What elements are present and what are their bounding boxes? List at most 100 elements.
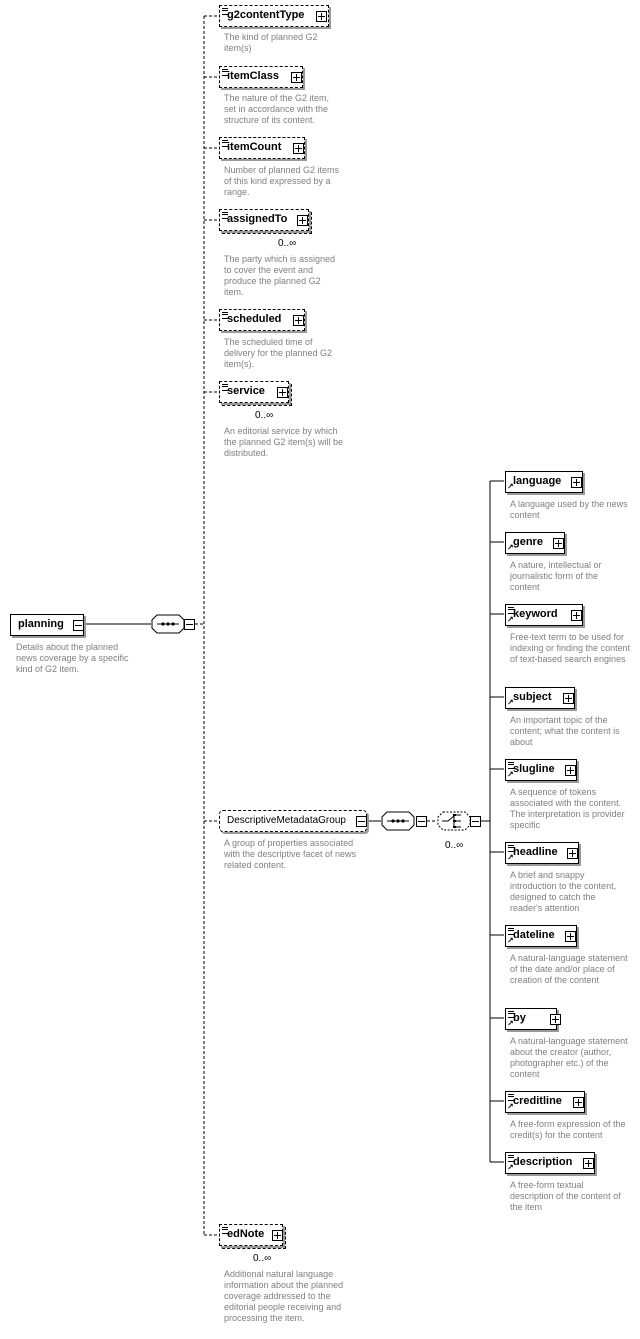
documentation-icon bbox=[222, 312, 228, 319]
documentation-icon bbox=[222, 69, 228, 76]
expand-icon[interactable] bbox=[573, 1097, 584, 1108]
node-label: dateline bbox=[513, 929, 555, 941]
group-descriptivemetadatagroup[interactable]: DescriptiveMetadataGroup bbox=[219, 810, 367, 832]
node-description: An editorial service by which the planne… bbox=[224, 426, 344, 458]
node-label: edNote bbox=[227, 1228, 265, 1240]
node-label: itemCount bbox=[227, 141, 282, 153]
expand-icon[interactable] bbox=[553, 538, 564, 549]
element-itemclass[interactable]: itemClass bbox=[219, 66, 303, 88]
expand-icon[interactable] bbox=[571, 477, 582, 488]
reference-arrow-icon: ↗ bbox=[507, 543, 514, 552]
node-description: An important topic of the content; what … bbox=[510, 715, 620, 747]
choice-compositor-icon bbox=[437, 811, 471, 831]
element-assignedto[interactable]: assignedTo bbox=[219, 209, 312, 234]
node-label: slugline bbox=[513, 763, 555, 775]
node-label: scheduled bbox=[227, 313, 282, 325]
expand-icon[interactable] bbox=[316, 11, 327, 22]
node-description: The nature of the G2 item, set in accord… bbox=[224, 93, 330, 125]
documentation-icon bbox=[222, 384, 228, 391]
reference-arrow-icon: ↗ bbox=[507, 770, 514, 779]
reference-arrow-icon: ↗ bbox=[507, 936, 514, 945]
element-scheduled[interactable]: scheduled bbox=[219, 309, 305, 331]
documentation-icon bbox=[222, 1227, 228, 1234]
expand-icon[interactable] bbox=[565, 931, 576, 942]
expand-icon[interactable] bbox=[293, 315, 304, 326]
element-description[interactable]: ↗ description bbox=[505, 1152, 595, 1174]
node-label: itemClass bbox=[227, 70, 279, 82]
node-description: A natural-language statement about the c… bbox=[510, 1036, 628, 1079]
node-label: keyword bbox=[513, 608, 558, 620]
expand-icon[interactable] bbox=[293, 143, 304, 154]
element-keyword[interactable]: ↗ keyword bbox=[505, 604, 583, 626]
element-dateline[interactable]: ↗ dateline bbox=[505, 925, 577, 947]
reference-arrow-icon: ↗ bbox=[507, 853, 514, 862]
root-element-planning[interactable]: planning bbox=[10, 614, 84, 636]
node-description: The scheduled time of delivery for the p… bbox=[224, 337, 333, 369]
reference-arrow-icon: ↗ bbox=[507, 1102, 514, 1111]
element-language[interactable]: ↗ language bbox=[505, 471, 583, 493]
element-subject[interactable]: ↗ subject bbox=[505, 687, 575, 709]
documentation-icon bbox=[222, 140, 228, 147]
documentation-icon bbox=[508, 762, 514, 769]
node-description: A free-form textual description of the c… bbox=[510, 1180, 621, 1212]
node-label: language bbox=[513, 475, 562, 487]
node-description: A brief and snappy introduction to the c… bbox=[510, 870, 617, 913]
cardinality-label: 0..∞ bbox=[253, 1253, 272, 1264]
reference-arrow-icon: ↗ bbox=[507, 615, 514, 624]
documentation-icon bbox=[508, 1155, 514, 1162]
collapse-icon[interactable] bbox=[184, 619, 195, 630]
expand-icon[interactable] bbox=[277, 387, 288, 398]
expand-icon[interactable] bbox=[297, 215, 308, 226]
expand-icon[interactable] bbox=[291, 72, 302, 83]
element-g2contenttype[interactable]: g2contentType bbox=[219, 5, 329, 27]
expand-icon[interactable] bbox=[565, 765, 576, 776]
documentation-icon bbox=[508, 607, 514, 614]
node-label: description bbox=[513, 1156, 573, 1168]
node-label: subject bbox=[513, 691, 552, 703]
node-label: assignedTo bbox=[227, 213, 288, 225]
expand-icon[interactable] bbox=[567, 848, 578, 859]
element-genre[interactable]: ↗ genre bbox=[505, 532, 565, 554]
sequence-compositor-icon bbox=[151, 614, 185, 634]
node-label: by bbox=[513, 1012, 526, 1024]
documentation-icon bbox=[508, 1011, 514, 1018]
node-description: A natural-language statement of the date… bbox=[510, 953, 628, 985]
node-description: A language used by the news content bbox=[510, 499, 628, 520]
expand-icon[interactable] bbox=[272, 1230, 283, 1241]
documentation-icon bbox=[222, 212, 228, 219]
collapse-icon[interactable] bbox=[356, 816, 367, 827]
node-label: service bbox=[227, 385, 265, 397]
collapse-icon[interactable] bbox=[416, 816, 427, 827]
element-service[interactable]: service bbox=[219, 381, 292, 406]
node-description: Number of planned G2 items of this kind … bbox=[224, 165, 340, 197]
node-description: A free-form expression of the credit(s) … bbox=[510, 1119, 626, 1140]
element-by[interactable]: ↗ by bbox=[505, 1008, 561, 1030]
documentation-icon bbox=[508, 1094, 514, 1101]
expand-icon[interactable] bbox=[583, 1158, 594, 1169]
node-label: genre bbox=[513, 536, 543, 548]
node-label: creditline bbox=[513, 1095, 562, 1107]
collapse-icon[interactable] bbox=[73, 620, 84, 631]
expand-icon[interactable] bbox=[563, 693, 574, 704]
documentation-icon bbox=[508, 845, 514, 852]
node-label: g2contentType bbox=[227, 9, 305, 21]
node-description: Additional natural language information … bbox=[224, 1269, 344, 1323]
collapse-icon[interactable] bbox=[470, 816, 481, 827]
reference-arrow-icon: ↗ bbox=[507, 1019, 514, 1028]
element-itemcount[interactable]: itemCount bbox=[219, 137, 305, 159]
node-description: The kind of planned G2 item(s) bbox=[224, 32, 318, 53]
element-headline[interactable]: ↗ headline bbox=[505, 842, 579, 864]
node-label: planning bbox=[18, 618, 64, 630]
element-creditline[interactable]: ↗ creditline bbox=[505, 1091, 585, 1113]
node-label: DescriptiveMetadataGroup bbox=[227, 815, 346, 826]
reference-arrow-icon: ↗ bbox=[507, 482, 514, 491]
expand-icon[interactable] bbox=[550, 1014, 561, 1025]
node-description: Free-text term to be used for indexing o… bbox=[510, 632, 631, 664]
documentation-icon bbox=[508, 928, 514, 935]
cardinality-label: 0..∞ bbox=[255, 410, 274, 421]
node-description: Details about the planned news coverage … bbox=[16, 642, 129, 674]
element-ednote[interactable]: edNote bbox=[219, 1224, 286, 1249]
expand-icon[interactable] bbox=[571, 610, 582, 621]
cardinality-label: 0..∞ bbox=[445, 840, 464, 851]
element-slugline[interactable]: ↗ slugline bbox=[505, 759, 577, 781]
